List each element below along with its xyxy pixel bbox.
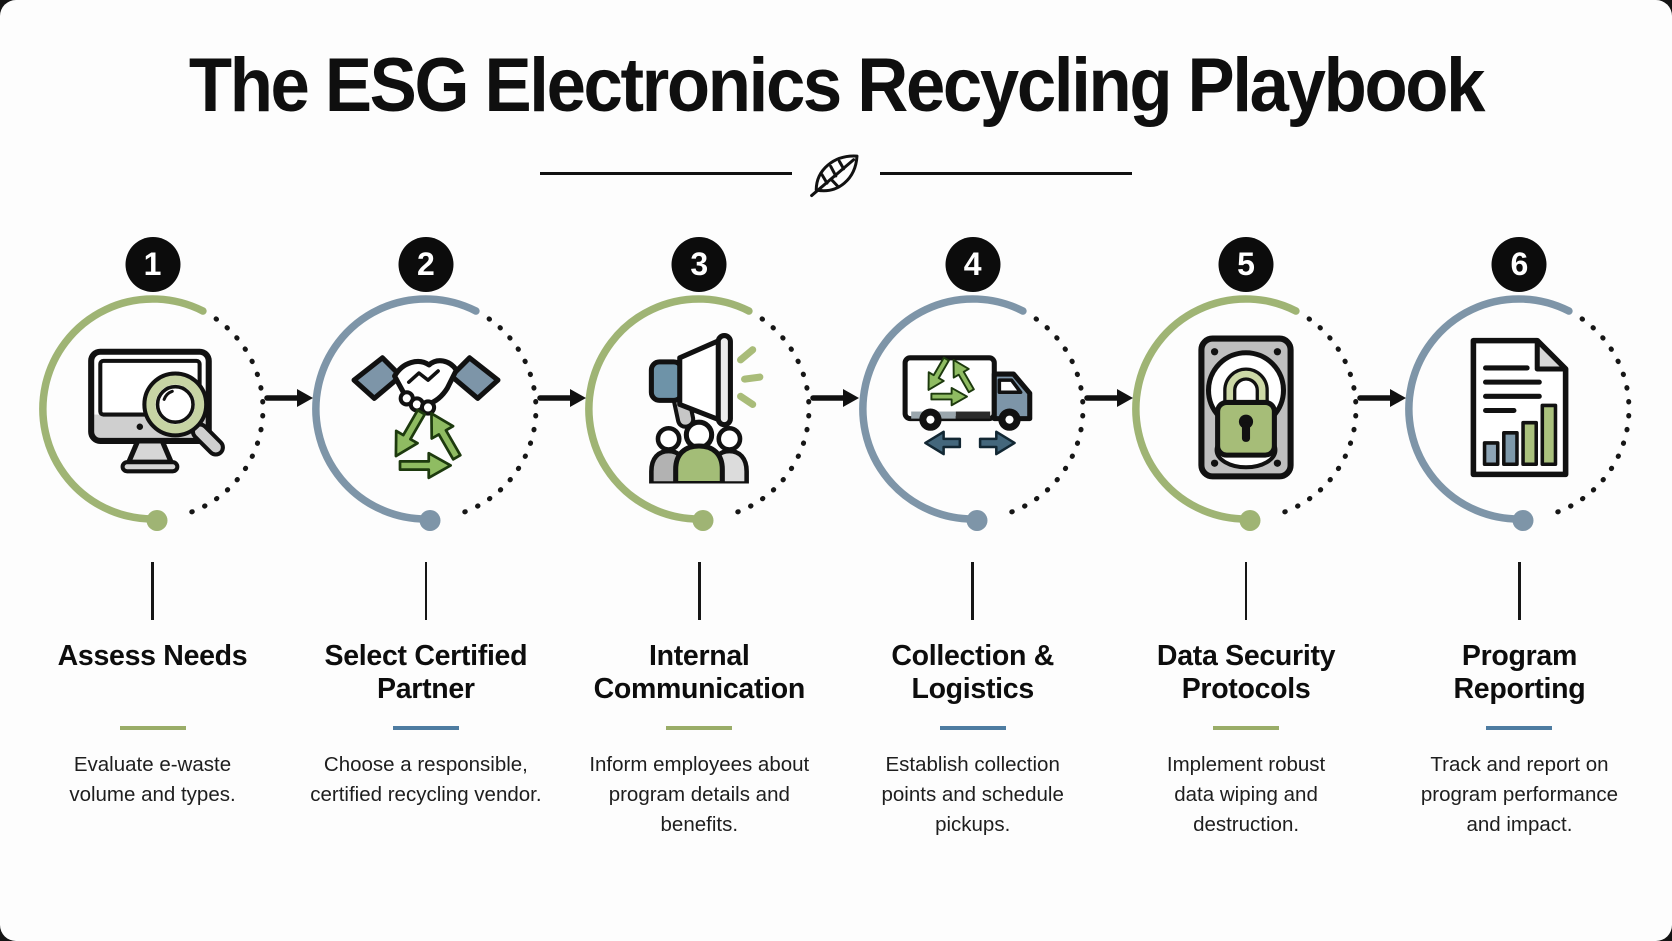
- report-chart-icon: [1471, 337, 1569, 477]
- monitor-magnifier-icon: [87, 348, 225, 474]
- step-number: 2: [416, 245, 435, 282]
- step-3: 3: [563, 236, 860, 840]
- harddrive-lock-icon: [1198, 335, 1294, 480]
- step-title: Assess Needs: [57, 639, 248, 672]
- title-divider: [0, 146, 1672, 202]
- step-title: Internal Communication: [593, 639, 806, 706]
- step-title: Collection & Logistics: [891, 639, 1054, 706]
- step-underline: [392, 725, 459, 731]
- step-3-diagram: 3: [582, 236, 860, 531]
- arrow-right-icon: [537, 388, 586, 407]
- step-description: Implement robust data wiping and destruc…: [1166, 753, 1326, 837]
- arrow-right-icon: [263, 388, 313, 407]
- progress-ring: [858, 295, 1086, 531]
- progress-ring: [1405, 295, 1632, 531]
- progress-ring: [38, 295, 265, 531]
- step-title: Data Security Protocols: [1156, 639, 1336, 706]
- step-badge: 4: [945, 236, 1001, 292]
- connector-line: [1518, 561, 1521, 620]
- step-badge: 2: [398, 236, 454, 292]
- leaf-icon: [810, 154, 859, 197]
- step-underline: [119, 725, 186, 731]
- step-1: 1: [16, 236, 313, 840]
- step-badge: 5: [1218, 236, 1274, 292]
- step-badge: 3: [671, 236, 727, 292]
- step-description: Choose a responsible, certified recyclin…: [310, 753, 542, 807]
- step-underline: [1213, 725, 1280, 731]
- handshake-recycle-icon: [351, 355, 501, 479]
- step-number: 6: [1510, 245, 1529, 282]
- step-description: Inform employees about program details a…: [589, 753, 810, 837]
- connector-line: [971, 561, 974, 620]
- step-dot: [692, 509, 714, 531]
- divider-line-right: [880, 172, 1132, 176]
- progress-ring: [1132, 295, 1359, 531]
- step-number: 1: [143, 245, 162, 282]
- step-underline: [1486, 725, 1553, 731]
- step-description: Track and report on program performance …: [1420, 753, 1619, 837]
- progress-ring: [585, 295, 812, 531]
- step-dot: [966, 509, 988, 531]
- step-number: 5: [1237, 245, 1255, 282]
- steps-row: 1: [0, 236, 1672, 840]
- megaphone-people-icon: [649, 332, 764, 484]
- step-title: Select Certified Partner: [324, 639, 528, 706]
- step-title: Program Reporting: [1453, 639, 1586, 706]
- connector-line: [698, 561, 701, 620]
- connector-line: [424, 561, 428, 620]
- divider-line-left: [540, 172, 792, 176]
- step-2-diagram: 2: [309, 236, 586, 531]
- step-badge: 6: [1491, 236, 1547, 292]
- step-underline: [666, 725, 733, 731]
- step-6-diagram: 6: [1402, 236, 1636, 531]
- step-dot: [1512, 509, 1534, 531]
- step-number: 4: [963, 245, 982, 282]
- step-badge: 1: [125, 236, 180, 292]
- connector-line: [1244, 561, 1248, 620]
- step-4-diagram: 4: [856, 236, 1133, 531]
- step-underline: [939, 725, 1006, 731]
- progress-ring: [312, 295, 539, 531]
- step-dot: [146, 509, 167, 531]
- step-1-diagram: 1: [36, 236, 313, 531]
- arrow-right-icon: [1357, 388, 1407, 407]
- step-description: Establish collection points and schedule…: [881, 753, 1064, 837]
- recycling-truck-icon: [902, 355, 1032, 456]
- step-5: 5: [1110, 236, 1407, 840]
- step-dot: [419, 509, 441, 531]
- step-5-diagram: 5: [1129, 236, 1407, 531]
- step-2: 2: [289, 236, 586, 840]
- step-dot: [1239, 509, 1261, 531]
- connector-line: [151, 561, 154, 620]
- arrow-right-icon: [810, 388, 860, 407]
- page-title: The ESG Electronics Recycling Playbook: [188, 43, 1486, 128]
- arrow-right-icon: [1083, 388, 1133, 407]
- step-number: 3: [690, 245, 709, 282]
- step-description: Evaluate e-waste volume and types.: [69, 753, 236, 807]
- step-4: 4: [836, 236, 1133, 840]
- step-6: 6: [1383, 236, 1656, 840]
